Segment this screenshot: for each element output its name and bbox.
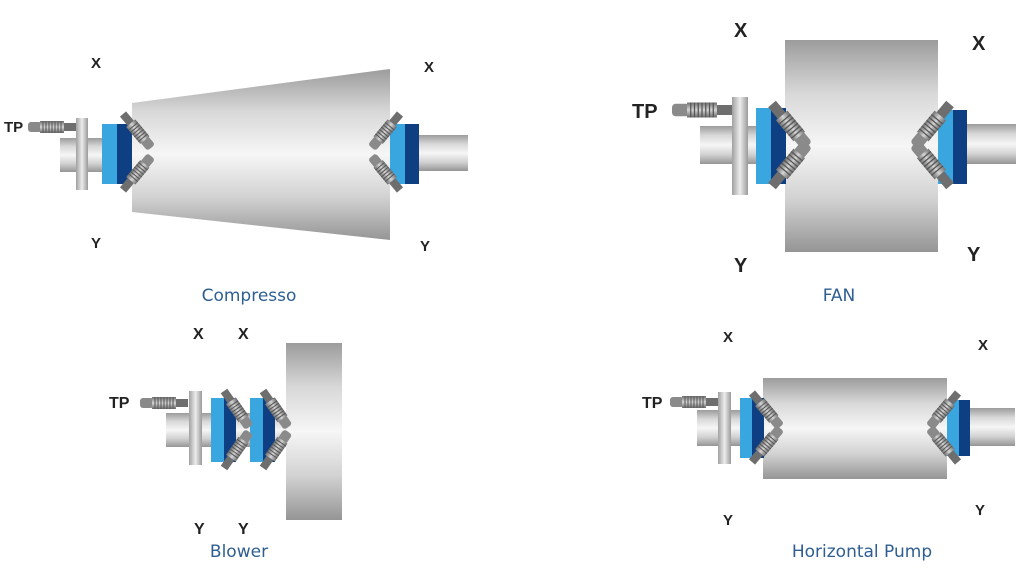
flange-a-light <box>211 398 224 462</box>
flange-left-light <box>740 398 752 458</box>
label-tp: TP <box>642 395 663 412</box>
label-tp: TP <box>109 395 130 412</box>
label-x-right: X <box>972 33 986 55</box>
flange-right-light <box>390 124 405 184</box>
thrust-disc <box>718 392 731 464</box>
compressor-body <box>132 69 390 240</box>
thrust-disc <box>76 118 88 190</box>
pump-body <box>763 378 947 479</box>
label-y-right: Y <box>967 244 981 266</box>
flange-b-light <box>250 398 263 462</box>
probe-tp <box>669 395 719 409</box>
caption-blower: Blower <box>210 542 268 562</box>
machine-horizontal-pump: TP X Y X Y Horizontal Pump <box>642 329 1015 562</box>
flange-left-light <box>756 108 771 184</box>
shaft-left <box>700 126 758 164</box>
label-x-left: X <box>723 329 733 346</box>
label-y-left: Y <box>194 521 205 538</box>
caption-compresso: Compresso <box>202 286 297 306</box>
label-tp: TP <box>4 119 23 136</box>
label-y-left: Y <box>734 255 748 277</box>
shaft-right <box>970 408 1015 446</box>
label-y-left: Y <box>723 512 733 529</box>
label-y-right: Y <box>420 238 430 255</box>
probe-tp <box>27 120 77 134</box>
label-x-left: X <box>91 55 101 72</box>
label-tp: TP <box>632 101 658 123</box>
flange-right-light <box>947 400 959 456</box>
flange-left-light <box>102 124 117 184</box>
flange-left-dark <box>117 124 132 184</box>
label-x-left: X <box>193 326 204 343</box>
machine-compresso: TP X Y X Y Compresso <box>4 55 468 306</box>
caption-horizontal-pump: Horizontal Pump <box>792 542 932 562</box>
label-x-right: X <box>978 337 988 354</box>
machine-fan: TP X Y X Y FAN <box>632 20 1016 306</box>
label-y-left: Y <box>91 235 101 252</box>
label-x-right: X <box>238 326 249 343</box>
probe-tp <box>671 101 733 119</box>
flange-right-dark <box>953 110 967 184</box>
flange-right-dark <box>405 124 419 184</box>
label-y-right: Y <box>238 521 249 538</box>
blower-wheel <box>286 343 342 520</box>
label-x-right: X <box>424 59 434 76</box>
machine-blower: TP X Y X Y Blower <box>109 326 342 562</box>
caption-fan: FAN <box>823 286 856 306</box>
thrust-disc <box>732 97 748 195</box>
flange-right-dark <box>959 400 970 456</box>
thrust-disc <box>189 391 202 465</box>
label-y-right: Y <box>975 502 985 519</box>
shaft-right <box>966 124 1016 164</box>
shaft-right <box>418 135 468 171</box>
probe-tp <box>139 396 189 410</box>
label-x-left: X <box>734 20 748 42</box>
